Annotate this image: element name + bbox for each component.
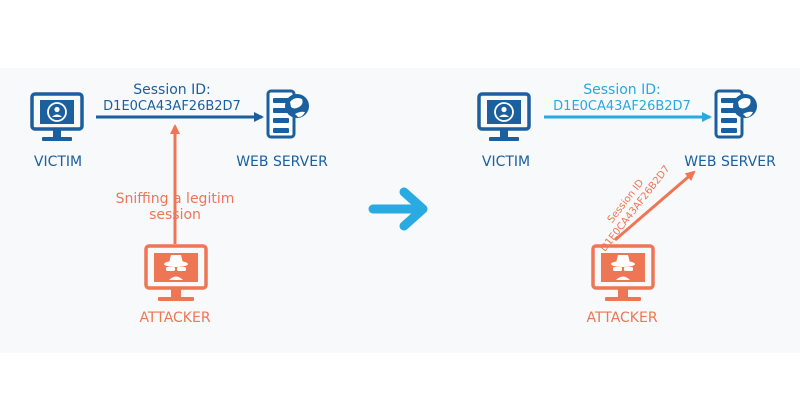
attacker-monitor-icon	[144, 244, 208, 303]
left-scene: VICTIM WEB SERVER Session ID: D1E0CA43AF…	[30, 82, 328, 326]
attacker-label: ATTACKER	[586, 310, 657, 326]
web-server-label: WEB SERVER	[684, 154, 776, 170]
session-id-value: D1E0CA43AF26B2D7	[103, 99, 241, 114]
attacker-monitor-icon	[591, 244, 655, 303]
session-id-value: D1E0CA43AF26B2D7	[553, 99, 691, 114]
victim-monitor-icon	[477, 92, 531, 143]
session-id-title: Session ID:	[583, 82, 661, 98]
server-globe-icon	[714, 89, 759, 139]
stolen-session-label: Session ID D1E0CA43AF26B2D7	[599, 164, 673, 254]
server-globe-icon	[266, 89, 311, 139]
sniff-label-line2: session	[149, 207, 201, 223]
stolen-session-value: D1E0CA43AF26B2D7	[599, 164, 673, 254]
arrow-right-icon	[368, 187, 428, 231]
attacker-label: ATTACKER	[139, 310, 210, 326]
victim-label: VICTIM	[482, 154, 530, 170]
victim-label: VICTIM	[34, 154, 82, 170]
session-id-title: Session ID:	[133, 82, 211, 98]
stolen-session-arrow	[614, 170, 696, 242]
victim-monitor-icon	[30, 92, 84, 143]
right-scene: VICTIM WEB SERVER Session ID: D1E0CA43AF…	[477, 82, 776, 326]
web-server-label: WEB SERVER	[236, 154, 328, 170]
sniff-label-line1: Sniffing a legitim	[116, 191, 235, 207]
